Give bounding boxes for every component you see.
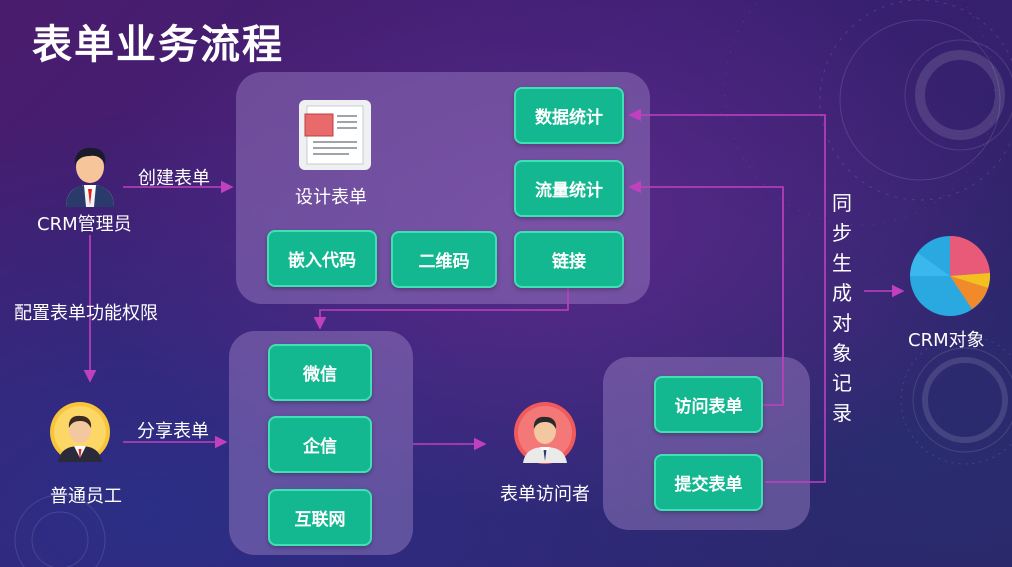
sync-records-label: 同步生成对象记录 — [832, 191, 852, 425]
create-form-label: 创建表单 — [138, 168, 210, 189]
visit-form-button[interactable]: 访问表单 — [654, 376, 763, 433]
employee-avatar-icon — [50, 402, 110, 462]
configure-permissions-label: 配置表单功能权限 — [14, 303, 158, 324]
arrow-data-stats — [628, 108, 826, 483]
crm-object-pie-icon — [910, 235, 991, 316]
qr-code-button[interactable]: 二维码 — [391, 231, 497, 288]
admin-label: CRM管理员 — [37, 214, 132, 235]
submit-form-button[interactable]: 提交表单 — [654, 454, 763, 511]
visitor-label: 表单访问者 — [500, 484, 590, 505]
wechat-button[interactable]: 微信 — [268, 344, 372, 401]
share-form-label: 分享表单 — [137, 421, 209, 442]
arrow-traffic-stats — [628, 180, 784, 406]
crm-object-label: CRM对象 — [908, 330, 985, 351]
embed-code-button[interactable]: 嵌入代码 — [267, 230, 377, 287]
form-document-icon — [299, 100, 371, 170]
visitor-avatar-icon — [514, 402, 576, 464]
admin-avatar-icon — [66, 147, 114, 207]
page-title: 表单业务流程 — [32, 22, 284, 68]
data-stats-button[interactable]: 数据统计 — [514, 87, 624, 144]
link-button[interactable]: 链接 — [514, 231, 624, 288]
wecom-button[interactable]: 企信 — [268, 416, 372, 473]
design-form-label: 设计表单 — [295, 187, 367, 208]
traffic-stats-button[interactable]: 流量统计 — [514, 160, 624, 217]
internet-button[interactable]: 互联网 — [268, 489, 372, 546]
employee-label: 普通员工 — [50, 486, 122, 507]
arrow-to-share-panel — [313, 288, 569, 330]
